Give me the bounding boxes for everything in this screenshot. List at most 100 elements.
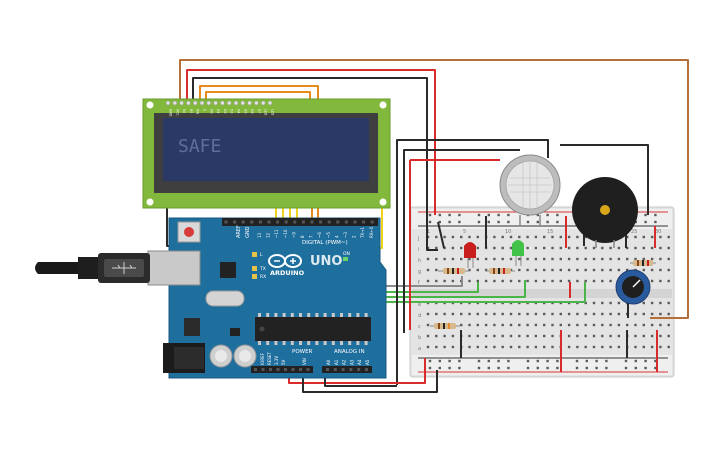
power-rail-hole: [536, 213, 539, 217]
power-rail-hole: [536, 359, 539, 363]
breadboard-hole: [526, 246, 529, 250]
breadboard-hole: [518, 345, 521, 349]
capacitor-1-top: [215, 350, 227, 362]
power-rail-hole: [556, 359, 559, 363]
breadboard-hole: [451, 312, 455, 316]
breadboard-hole: [518, 279, 521, 283]
power-rail-hole: [487, 213, 490, 217]
breadboard-hole: [426, 257, 430, 261]
wire-black-sensor-1[interactable]: [403, 149, 520, 333]
breadboard-hole: [659, 279, 662, 283]
red-led[interactable]: [464, 242, 476, 268]
green-led[interactable]: [512, 240, 524, 266]
piezo-buzzer[interactable]: [572, 177, 638, 248]
gas-sensor[interactable]: [499, 154, 568, 226]
breadboard-hole: [476, 279, 479, 283]
digital-pin-label: TX→1: [360, 226, 365, 239]
lcd-pin-hole: [267, 100, 273, 106]
lcd-pin-hole: [186, 100, 191, 106]
breadboard-hole: [451, 345, 455, 349]
breadboard-hole: [534, 257, 538, 261]
power-rail-hole: [644, 359, 647, 363]
power-pin-hole: [306, 368, 310, 371]
wire-orange-1[interactable]: [199, 85, 319, 100]
lcd-pin-hole: [179, 100, 184, 106]
breadboard-hole: [567, 323, 571, 327]
digital-pin-hole: [293, 220, 297, 224]
breadboard-hole: [667, 301, 670, 305]
power-rail-hole: [428, 213, 432, 217]
breadboard-hole: [543, 334, 546, 338]
breadboard-hole: [476, 334, 479, 338]
wire-black-gnd[interactable]: [302, 370, 438, 393]
lcd-pin-hole: [165, 100, 171, 106]
power-rail-hole: [654, 359, 657, 363]
lcd-pin-hole: [260, 100, 266, 106]
breadboard-hole: [584, 301, 587, 305]
breadboard-hole: [493, 334, 496, 338]
breadboard-hole: [659, 345, 662, 349]
breadboard-hole: [617, 312, 621, 316]
digital-pin-hole: [233, 220, 237, 224]
breadboard-hole: [642, 301, 645, 305]
breadboard-hole: [642, 235, 645, 239]
breadboard-hole: [592, 246, 596, 250]
analog-pin-hole: [365, 368, 368, 371]
wire-brown[interactable]: [179, 59, 689, 319]
chip-pin: [364, 313, 368, 317]
resistor-2[interactable]: [485, 268, 515, 274]
potentiometer[interactable]: [615, 269, 651, 305]
bottom-pin-holes: [254, 368, 368, 371]
breadboard-hole: [543, 257, 546, 261]
power-rail-hole: [497, 359, 500, 363]
row-label-d: d: [418, 313, 421, 319]
breadboard-hole: [592, 345, 596, 349]
rx-label: RX: [260, 274, 266, 280]
breadboard-hole: [451, 334, 455, 338]
power-rail-hole: [644, 220, 647, 224]
breadboard-hole: [634, 312, 637, 316]
wire-red-lcd-vcc[interactable]: [186, 69, 436, 215]
small-chip: [230, 328, 240, 336]
breadboard-jumpers: [437, 216, 658, 372]
breadboard-hole: [518, 334, 521, 338]
breadboard-hole: [634, 345, 637, 349]
chip-pin: [331, 341, 335, 345]
breadboard-hole: [592, 301, 596, 305]
wire-orange-2[interactable]: [205, 91, 311, 100]
breadboard-hole: [659, 301, 662, 305]
power-rail-hole: [585, 359, 588, 363]
breadboard-hole: [543, 323, 546, 327]
breadboard-hole: [476, 257, 479, 261]
resistor-4[interactable]: [630, 260, 656, 266]
breadboard-hole: [551, 279, 554, 283]
breadboard-hole: [650, 312, 654, 316]
breadboard-hole: [601, 268, 604, 272]
breadboard-hole: [642, 312, 645, 316]
chip-pin: [266, 341, 270, 345]
breadboard-hole: [559, 323, 562, 327]
wire-black-lcd-gnd[interactable]: [192, 77, 438, 251]
breadboard-hole: [534, 246, 538, 250]
dc-jack-body: [174, 347, 204, 369]
breadboard-hole: [443, 334, 446, 338]
gnd-label: GND: [245, 226, 251, 238]
wire-black-buzzer[interactable]: [560, 144, 649, 215]
breadboard-hole: [576, 235, 579, 239]
breadboard-hole: [667, 312, 670, 316]
wire-black-sensor-2[interactable]: [396, 139, 549, 385]
breadboard-hole: [584, 257, 587, 261]
breadboard-hole: [576, 279, 579, 283]
breadboard-hole: [659, 257, 662, 261]
breadboard-hole: [534, 268, 538, 272]
breadboard-hole: [642, 334, 645, 338]
resistor-1[interactable]: [438, 268, 470, 274]
digital-pin-hole: [362, 220, 366, 224]
reset-button-cap[interactable]: [184, 227, 194, 237]
breadboard-hole: [468, 345, 471, 349]
chip-notch: [259, 326, 265, 332]
resistor-3[interactable]: [430, 323, 460, 329]
